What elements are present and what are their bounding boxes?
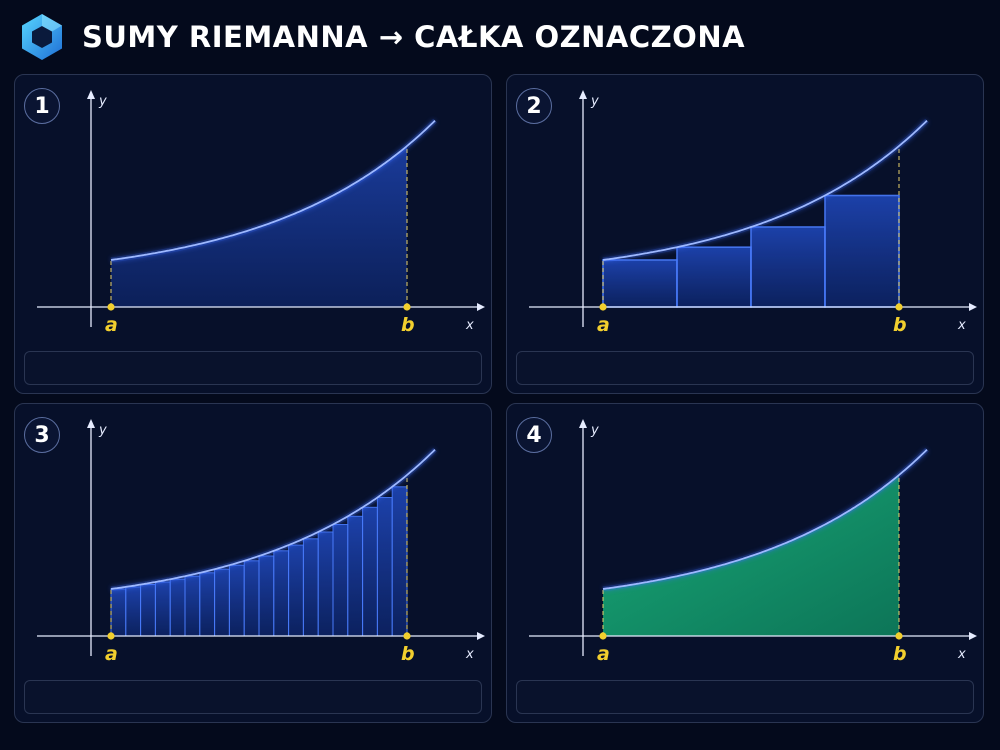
riemann-rectangle [243,560,260,637]
y-axis-label: y [590,423,599,438]
panel-1: a b x y 1 [14,74,492,394]
point-a-marker [107,303,115,311]
riemann-rectangle [332,524,349,637]
x-axis-arrow-icon [477,632,485,640]
riemann-rectangle [199,572,216,637]
riemann-rectangle [317,531,334,637]
panel-number-badge: 3 [24,417,60,453]
riemann-rectangle [391,486,408,637]
riemann-rectangle [288,544,304,637]
point-a-label: a [597,643,610,665]
point-a-marker [107,632,115,640]
y-axis-arrow-icon [87,419,95,428]
riemann-plot: a b x y [529,90,977,336]
riemann-rectangle [302,538,319,637]
caption-box [516,351,974,385]
point-a-label: a [105,643,118,665]
panel-number-badge: 1 [24,88,60,124]
x-axis-label: x [465,647,474,662]
x-axis-arrow-icon [477,303,485,311]
point-b-label: b [401,643,415,665]
header: SUMY RIEMANNA → CAŁKA OZNACZONA [16,8,976,66]
y-axis-arrow-icon [579,419,587,428]
area-under-curve [111,146,407,307]
y-axis-label: y [98,423,107,438]
panel-number-badge: 4 [516,417,552,453]
x-axis-label: x [957,318,966,333]
riemann-rectangle [258,555,275,637]
riemann-rectangle [169,578,186,637]
x-axis-arrow-icon [969,632,977,640]
riemann-rectangle [140,584,156,637]
point-a-marker [599,303,607,311]
panel-number-badge: 2 [516,88,552,124]
point-b-marker [895,632,903,640]
point-a-label: a [105,314,118,336]
riemann-rectangle [273,550,290,637]
hexagon-logo-icon [22,14,62,60]
riemann-rectangle [154,581,171,637]
panel-3: a b x y 3 [14,403,492,723]
riemann-rectangle [184,575,201,637]
y-axis-arrow-icon [579,90,587,99]
panel-2: a b x y 2 [506,74,984,394]
panel-4: a b x y 4 [506,403,984,723]
y-axis-label: y [98,94,107,109]
riemann-rectangle [362,506,378,637]
x-axis-arrow-icon [969,303,977,311]
function-curve [110,119,436,261]
point-b-label: b [893,643,907,665]
riemann-plot: a b x y [37,90,485,336]
riemann-rectangle [214,568,230,637]
point-a-label: a [597,314,610,336]
function-curve [602,448,928,590]
y-axis-label: y [590,94,599,109]
riemann-rectangle [376,497,393,637]
point-a-marker [599,632,607,640]
riemann-rectangle [347,515,364,637]
riemann-plot: a b x y [529,419,977,665]
point-b-label: b [401,314,415,336]
caption-box [24,680,482,714]
x-axis-label: x [465,318,474,333]
riemann-rectangle [824,194,900,308]
point-b-marker [895,303,903,311]
riemann-rectangle [750,226,826,308]
page-title: SUMY RIEMANNA → CAŁKA OZNACZONA [82,20,746,54]
area-under-curve [603,475,899,636]
caption-box [24,351,482,385]
x-axis-label: x [957,647,966,662]
point-b-label: b [893,314,907,336]
riemann-rectangle [228,564,245,637]
point-b-marker [403,632,411,640]
point-b-marker [403,303,411,311]
riemann-rectangle [125,586,142,637]
caption-box [516,680,974,714]
function-curve [602,119,928,261]
riemann-rectangle [602,259,678,308]
riemann-rectangle [110,588,127,637]
function-curve [110,448,436,590]
riemann-plot: a b x y [37,419,485,665]
riemann-rectangle [676,246,752,308]
y-axis-arrow-icon [87,90,95,99]
